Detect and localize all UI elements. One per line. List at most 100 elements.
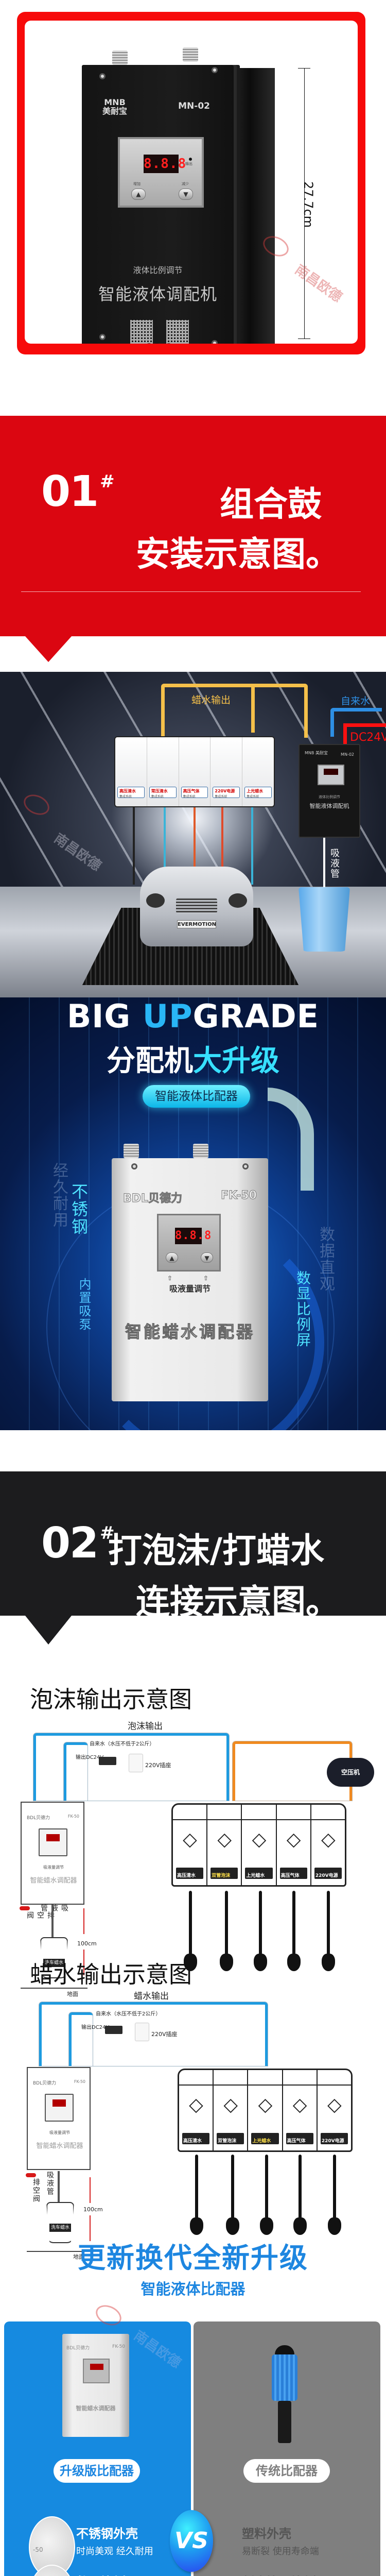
drain-valve-label: 排空阀	[32, 2178, 40, 2203]
subtitle-highlight: 大升级	[193, 1044, 279, 1078]
rack-cell: ◇上光蜡水	[242, 1805, 277, 1885]
foam-diagram: 泡沫输出 自来水（水压不低于2公斤） 输出DC24V 220V插座 空压机 BD…	[0, 1721, 386, 1997]
foam-output-label: 泡沫输出	[128, 1721, 163, 1732]
section-number: 01#	[41, 467, 115, 516]
wall-socket-icon	[135, 2023, 149, 2041]
increase-label: 增加	[133, 182, 141, 186]
diamond-icon: ◇	[217, 1829, 232, 1850]
wax-gun-icon	[260, 2155, 273, 2235]
compare-left-title: 不锈钢外壳	[76, 2527, 138, 2541]
hose-red	[221, 807, 223, 885]
screw	[242, 1163, 249, 1170]
arrow-up-icon: ⇧	[167, 1275, 173, 1282]
diamond-icon: ◇	[223, 2094, 238, 2115]
section-title-line2: 连接示意图。	[136, 1582, 340, 1622]
carwash-scene: 蜡水输出 自来水 DC24V 高压清水集成系统 常压清水集成系统 高压气体集成系…	[0, 672, 386, 997]
wax-diagram: 蜡水输出 自来水（水压不低于2公斤） 输出DC24V 220V插座 BDL贝德力…	[0, 1990, 386, 2260]
spray-gun-icon	[190, 2155, 203, 2235]
distributor-tag: 高压清水集成系统	[117, 787, 145, 799]
unit-title: 智能蜡水调配器	[30, 1877, 77, 1885]
screw	[99, 334, 106, 340]
compare-right-title: 刻度比调比例	[242, 2572, 316, 2576]
rack-tag: 双管泡沫	[210, 1868, 238, 1879]
socket-label: 220V插座	[145, 1762, 171, 1769]
foam-gun-icon	[220, 1891, 233, 1971]
doser-cap	[275, 2345, 294, 2357]
tap-water-label: 自来水（水压不低于2公斤）	[96, 2011, 161, 2017]
socket-label: 220V插座	[151, 2031, 178, 2038]
distributor-cell: 220V电源集成系统	[210, 737, 243, 806]
comparison-upgraded: BDL贝德力 FK-50 智能蜡水调配器 升级版比配器 -50 不锈钢外壳 时尚…	[4, 2321, 191, 2576]
upgrade-section: BIG UPGRADE 分配机大升级 智能液体比配器 经久耐用 不锈钢 内置吸泵…	[0, 997, 386, 1430]
mini-control-panel	[318, 765, 344, 785]
title-highlight: UP	[142, 997, 193, 1035]
upgraded-pill: 升级版比配器	[54, 2459, 140, 2483]
title-part: BIG	[66, 997, 143, 1035]
decrease-button[interactable]: ▼	[201, 1252, 213, 1263]
increase-button[interactable]: ▲	[166, 1252, 178, 1263]
tap-water-pipe	[330, 708, 382, 737]
section-title-line2: 安装示意图。	[136, 534, 340, 574]
hero-frame: 苘 MNB 美耐宝 MN-02 8.8.8 输出 增加 减少	[17, 12, 365, 354]
height-label: 100cm	[83, 2206, 103, 2213]
mini-device-model: MN-02	[341, 752, 354, 757]
tap-water-label: 自来水（水压不低于2公斤）	[90, 1741, 155, 1747]
screw	[212, 340, 218, 344]
hero-photo: 苘 MNB 美耐宝 MN-02 8.8.8 输出 增加 减少	[25, 21, 358, 344]
unit-adjust-label: 吸液量调节	[43, 1865, 64, 1870]
tag-text: 220V电源	[215, 789, 235, 793]
compare-right-title: 塑料外壳	[242, 2527, 291, 2541]
height-label: 100cm	[77, 1940, 97, 1947]
distributor-tag: 上光蜡水集成系统	[244, 787, 272, 799]
section-title-line1: 打泡沫/打蜡水	[108, 1531, 324, 1570]
traditional-pill: 传统比配器	[243, 2459, 330, 2483]
power-adapter-icon	[99, 1757, 116, 1765]
distributor-tag: 常压清水集成系统	[149, 787, 177, 799]
rack-tag: 高压清水	[182, 2133, 210, 2144]
unit-panel	[45, 2094, 74, 2122]
air-gun-icon	[293, 2155, 307, 2235]
section-pointer	[25, 1616, 72, 1645]
air-gun-icon	[287, 1891, 301, 1971]
headlight	[229, 893, 247, 908]
mini-led-display	[90, 2364, 103, 2370]
qr-code-icon	[130, 320, 153, 344]
diamond-icon: ◇	[189, 2094, 203, 2115]
device-title: 智能液体调配机	[98, 284, 217, 304]
section-number-mark: #	[100, 1523, 114, 1544]
led-display: 8.8.8	[175, 1228, 211, 1244]
tap-water-pipe	[69, 2012, 93, 2066]
distributor-tag: 高压气体集成系统	[181, 787, 208, 799]
increase-button[interactable]: ▲	[131, 189, 146, 200]
inlet-fitting	[193, 1144, 208, 1158]
hose-blue	[164, 807, 166, 885]
ground-line	[21, 1988, 87, 1989]
wax-gun-icon	[254, 1891, 267, 1971]
comparison-subtitle: 智能液体比配器	[141, 2280, 245, 2298]
led-display: 8.8.8	[144, 155, 186, 173]
section-header-02: 02# 打泡沫/打蜡水 连接示意图。	[0, 1471, 386, 1622]
title-part: GRADE	[192, 997, 320, 1035]
drain-valve-icon	[20, 1906, 30, 1910]
ghost-label-left: 经久耐用	[50, 1162, 68, 1228]
device-model: FK-50	[112, 2344, 125, 2349]
rack-tag: 高压气体	[286, 2133, 313, 2144]
device-title: 智能蜡水调配器	[125, 1322, 255, 1342]
rack-tag: 220V电源	[320, 2133, 348, 2144]
distributor-rack: ◇高压清水 ◇双管泡沫 ◇上光蜡水 ◇高压气体 ◇220V电源	[178, 2069, 353, 2152]
hose-blue	[251, 807, 253, 885]
decrease-button[interactable]: ▼	[179, 189, 193, 200]
tag-sub: 集成系统	[151, 795, 164, 799]
dosing-unit: BDL贝德力 FK-50 吸液量调节 智能蜡水调配器	[21, 1802, 84, 1905]
foam-output-pipe	[33, 1733, 229, 1801]
power-adapter-icon	[105, 2026, 122, 2034]
upgraded-device: BDL贝德力 FK-50 智能蜡水调配器	[62, 2334, 129, 2437]
rack-cell: ◇双管泡沫	[214, 2070, 249, 2150]
device-side	[234, 68, 275, 344]
wall-socket-icon	[129, 1754, 143, 1772]
comparison-traditional: 传统比配器 塑料外壳 易断裂 使用寿命端 进水口自来水水压 需要增压泵 不精准配…	[194, 2321, 380, 2576]
height-arrow-down-icon	[83, 1950, 84, 1975]
car-grille	[176, 897, 217, 914]
distributor-rack: 高压清水集成系统 常压清水集成系统 高压气体集成系统 220V电源集成系统 上光…	[114, 736, 275, 807]
diamond-icon: ◇	[327, 2094, 342, 2115]
